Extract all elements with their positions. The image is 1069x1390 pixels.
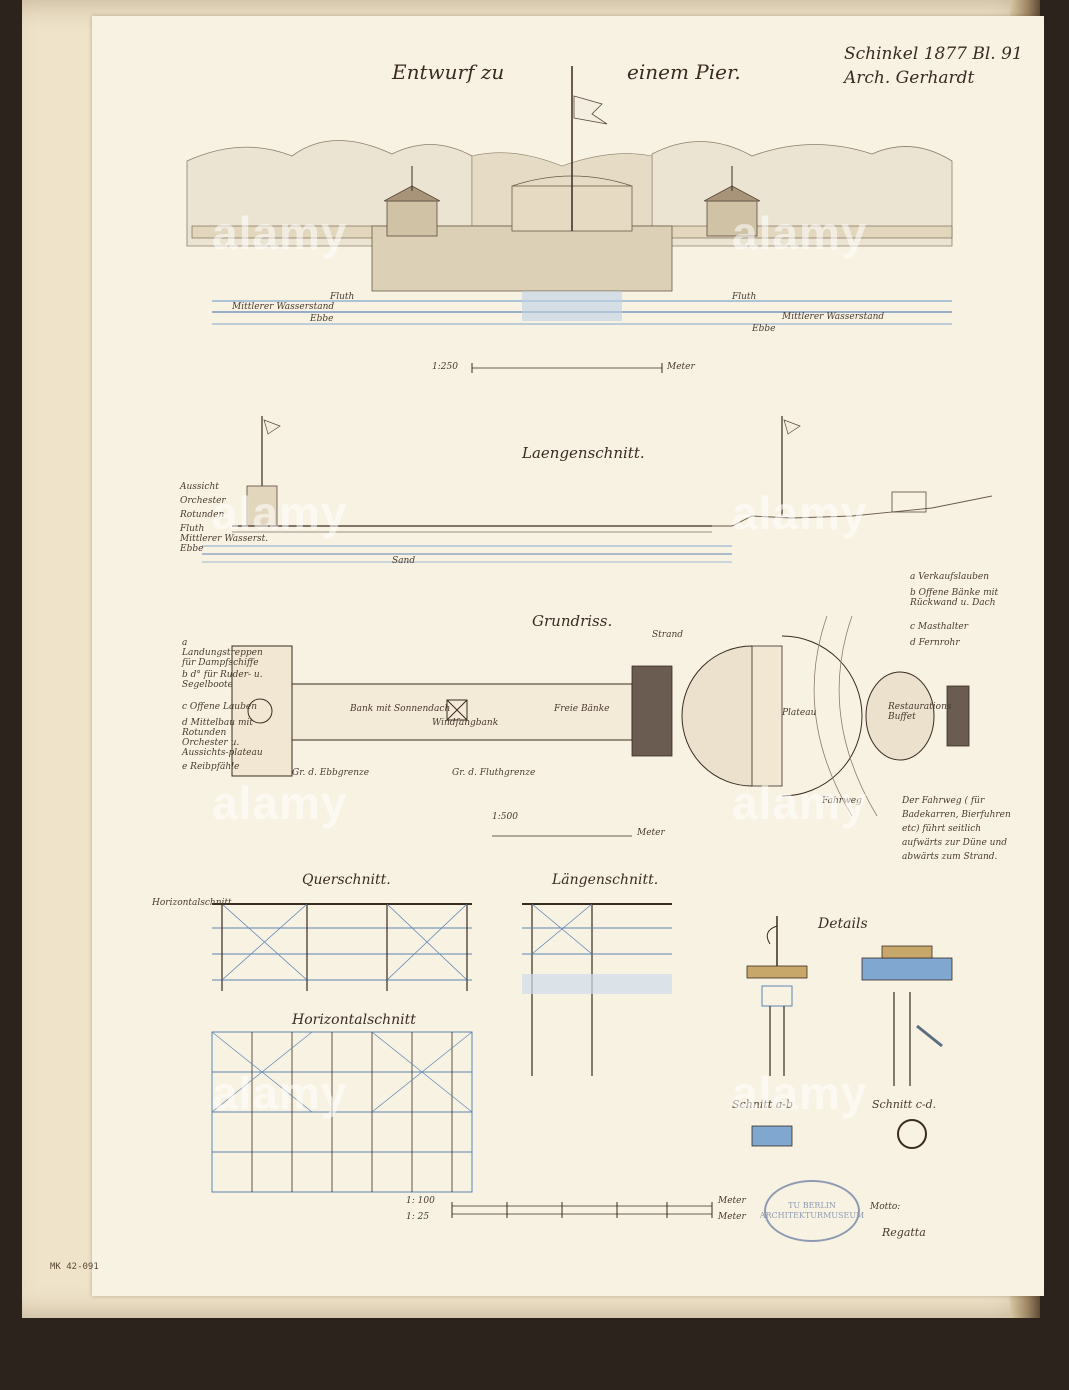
elevation-scale-unit: Meter: [667, 362, 695, 372]
horizontal-section-drawing: [211, 1031, 473, 1193]
cross-section-title: Querschnitt.: [302, 872, 391, 888]
elevation-ebb-right: Ebbe: [752, 324, 776, 334]
details-title: Details: [818, 916, 868, 932]
plan-note: Der Fahrweg ( für Badekarren, Bierfuhren…: [902, 796, 1011, 862]
bottom-dark-strip: [0, 1318, 1069, 1390]
title-right: einem Pier.: [627, 60, 741, 84]
longitudinal-section-title: Laengenschnitt.: [522, 444, 645, 462]
plan-label-wind-bench: Windfangbank: [432, 718, 499, 728]
signature-line2: Arch. Gerhardt: [844, 68, 975, 88]
plan-label-ebb-limit: Gr. d. Ebbgrenze: [292, 768, 370, 778]
plan-label-fahrweg: Fahrweg: [822, 796, 862, 806]
watermark-4: alamy: [732, 487, 868, 539]
longitudinal-section-drawing: [202, 416, 993, 563]
stamp-line1: TU BERLIN: [788, 1201, 836, 1210]
cross-section-label: Horizontalschnitt: [152, 898, 232, 908]
details-drawing: [746, 916, 953, 1149]
plan-scale-ratio: 1:500: [492, 812, 518, 822]
plan-legend-left-a: a Landungstreppen für Dampfschiffe: [182, 638, 263, 668]
album-sheet: Entwurf zu einem Pier. Schinkel 1877 Bl.…: [22, 0, 1044, 1318]
plan-legend-right-c: c Masthalter: [910, 622, 969, 632]
cross-section-drawing: [212, 903, 672, 1076]
plan-legend-left-d: d Mittelbau mit Rotunden Orchester u. Au…: [182, 718, 263, 758]
elevation-flood-right: Fluth: [732, 292, 757, 302]
plan-label-free-benches: Freie Bänke: [554, 704, 610, 714]
plan-label-strand: Strand: [652, 630, 684, 640]
long-ground-label: Sand: [392, 556, 416, 566]
bottom-scale-ratio-1: 1: 100: [406, 1196, 435, 1206]
long-label-ebbe: Ebbe: [180, 544, 204, 554]
plan-label-bench-roof: Bank mit Sonnendach: [350, 704, 451, 714]
long-label-orchester: Orchester: [180, 496, 226, 506]
watermark-3: alamy: [212, 487, 348, 539]
plan-legend-left-e: e Reibpfähle: [182, 762, 240, 772]
bottom-scale-unit-1: Meter: [718, 1196, 746, 1206]
motto: Regatta: [882, 1226, 926, 1239]
motto-label: Motto:: [870, 1202, 901, 1212]
pier-plan-drawing: [231, 615, 970, 837]
plan-scale-unit: Meter: [637, 828, 665, 838]
watermark-2: alamy: [732, 207, 868, 259]
horizontal-section-title: Horizontalschnitt: [292, 1012, 416, 1028]
plan-title: Grundriss.: [532, 612, 613, 630]
plan-label-buffet: Restaurations Buffet: [888, 702, 952, 722]
plan-label-plateau: Plateau: [782, 708, 817, 718]
plan-legend-right-d: d Fernrohr: [910, 638, 960, 648]
elevation-ebb-left: Ebbe: [310, 314, 334, 324]
title-left: Entwurf zu: [392, 60, 505, 84]
cut-ab-label: Schnitt a-b: [732, 1098, 794, 1111]
plan-legend-left-b: b d° für Ruder- u. Segelboote: [182, 670, 263, 690]
long-detail-title: Längenschnitt.: [552, 872, 659, 888]
bottom-scale-bar: [451, 1202, 713, 1218]
plan-legend-right-a: a Verkaufslauben: [910, 572, 990, 582]
watermark-7: alamy: [212, 1067, 348, 1119]
pier-elevation-drawing: [186, 66, 953, 373]
watermark-6: alamy: [732, 777, 868, 829]
long-label-mittlerer: Mittlerer Wasserst.: [180, 534, 269, 544]
watermark-1: alamy: [212, 207, 348, 259]
bottom-scale-unit-2: Meter: [718, 1212, 746, 1222]
watermark-5: alamy: [212, 777, 348, 829]
museum-stamp: TU BERLIN ARCHITEKTURMUSEUM: [760, 1180, 864, 1242]
elevation-flood-left: Fluth: [330, 292, 355, 302]
elevation-mean-water-left: Mittlerer Wasserstand: [232, 302, 335, 312]
long-label-fluth: Fluth: [180, 524, 205, 534]
bottom-scale-ratio-2: 1: 25: [406, 1212, 430, 1222]
inventory-number: MK 42-091: [50, 1262, 99, 1272]
stamp-line2: ARCHITEKTURMUSEUM: [759, 1211, 865, 1220]
plan-legend-right-b: b Offene Bänke mit Rückwand u. Dach: [910, 588, 999, 608]
signature-line1: Schinkel 1877 Bl. 91: [844, 44, 1023, 64]
watermark-8: alamy: [732, 1067, 868, 1119]
elevation-mean-water-right: Mittlerer Wasserstand: [782, 312, 885, 322]
drawing-page: Entwurf zu einem Pier. Schinkel 1877 Bl.…: [92, 16, 1044, 1296]
elevation-scale-ratio: 1:250: [432, 362, 458, 372]
plan-label-flood-limit: Gr. d. Fluthgrenze: [452, 768, 536, 778]
long-label-rotunden: Rotunden: [180, 510, 225, 520]
plan-legend-left-c: c Offene Lauben: [182, 702, 257, 712]
long-label-aussicht: Aussicht: [180, 482, 219, 492]
cut-cd-label: Schnitt c-d.: [872, 1098, 937, 1111]
